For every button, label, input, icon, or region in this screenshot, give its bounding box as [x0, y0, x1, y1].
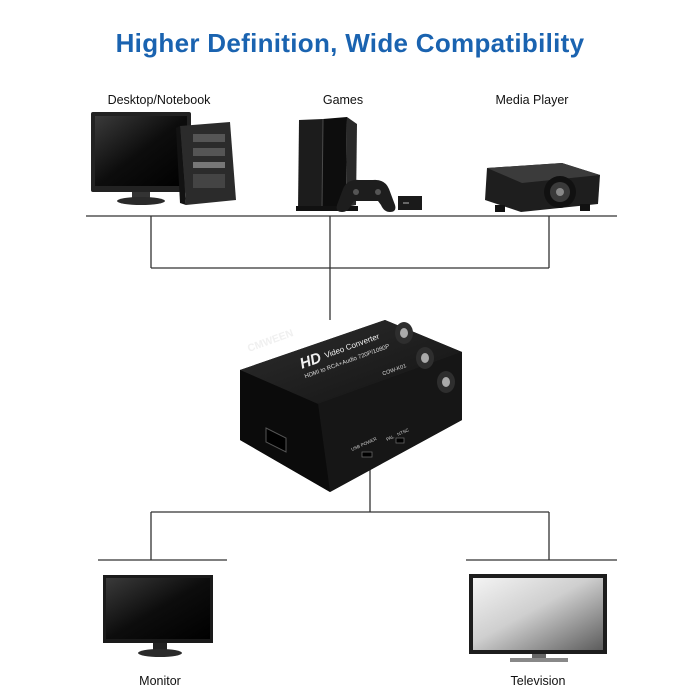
device-pal-label: PAL: [385, 434, 395, 442]
connection-lines: [86, 215, 617, 561]
pc-tower-icon: [176, 122, 236, 205]
desktop-monitor-icon: [91, 112, 191, 205]
monitor-icon: [103, 575, 213, 657]
label-monitor: Monitor: [139, 674, 181, 688]
rca-jacks: [395, 322, 455, 393]
label-games: Games: [322, 93, 364, 107]
label-television: Television: [510, 674, 566, 688]
label-media-player: Media Player: [495, 93, 569, 107]
device-hd-mark: HD: [298, 349, 324, 372]
device-brand: CMWEEN: [246, 327, 295, 355]
small-console-box-icon: [398, 196, 422, 210]
television-icon: [469, 574, 607, 662]
device-ntsc-label: NTSC: [396, 427, 410, 437]
video-converter-device: CMWEEN HD Video Converter HDMI to RCA+Au…: [240, 320, 462, 492]
headline: Higher Definition, Wide Compatibility: [115, 28, 585, 58]
pal-ntsc-switch: [395, 437, 405, 444]
hdmi-port: [265, 427, 287, 453]
projector-icon: [485, 163, 600, 212]
gamepad-icon: [336, 179, 396, 212]
label-desktop-notebook: Desktop/Notebook: [107, 93, 211, 107]
usb-power-port: [361, 451, 373, 458]
